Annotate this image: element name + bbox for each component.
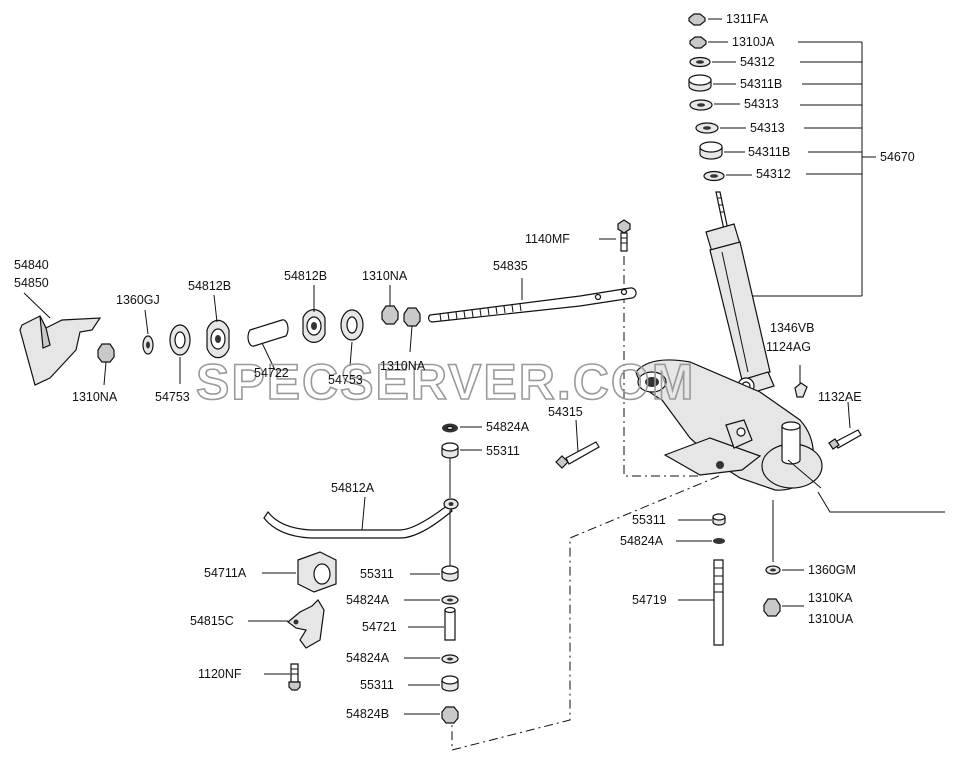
group-bracket-54670 (752, 41, 876, 297)
label-54312-b: 54312 (756, 167, 791, 181)
bracket-54840 (19, 292, 102, 386)
label-54311B-a: 54311B (740, 77, 782, 91)
bushing-54812B-b (302, 285, 326, 343)
label-54812B-a: 54812B (188, 279, 231, 293)
label-1132AE: 1132AE (818, 390, 862, 404)
label-1310KA: 1310KA (808, 591, 853, 605)
label-1124AG: 1124AG (766, 340, 811, 354)
label-55311-a: 55311 (486, 444, 520, 458)
leaders-top (708, 18, 752, 176)
label-1310UA: 1310UA (808, 612, 854, 626)
label-1311FA: 1311FA (726, 12, 769, 26)
label-54311B-b: 54311B (748, 145, 790, 159)
rod-54835 (428, 278, 637, 323)
washer-54753-a (169, 324, 191, 384)
bracket-54815C (248, 599, 325, 649)
nut-1311FA (688, 13, 706, 26)
bolt-54315 (555, 419, 600, 469)
nut-1310NA-c (403, 307, 421, 353)
label-54824A-c: 54824A (346, 651, 390, 665)
collar-54722 (247, 319, 289, 371)
bolt-1120NF (264, 663, 301, 691)
bolt-1132AE (828, 401, 862, 450)
dashed-leader-1140MF (623, 256, 700, 477)
label-1310NA-left: 1310NA (72, 390, 118, 404)
label-54313-a: 54313 (744, 97, 779, 111)
label-1310NA-top: 1310NA (362, 269, 408, 283)
nut-1310NA-a (97, 343, 115, 386)
label-54753-b: 54753 (328, 373, 363, 387)
label-54824B: 54824B (346, 707, 389, 721)
part-labels: 1311FA 1310JA 54312 54311B 54313 54313 5… (14, 12, 915, 721)
label-54824A-d: 54824A (620, 534, 664, 548)
label-1310JA: 1310JA (732, 35, 775, 49)
label-55311-d: 55311 (632, 513, 666, 527)
label-54812B-b: 54812B (284, 269, 327, 283)
label-55311-c: 55311 (360, 678, 394, 692)
ref-leader (817, 491, 945, 513)
label-54840: 54840 (14, 258, 49, 272)
label-1346VB: 1346VB (770, 321, 814, 335)
label-54815C: 54815C (190, 614, 234, 628)
label-1140MF: 1140MF (525, 232, 570, 246)
label-54670: 54670 (880, 150, 915, 164)
label-1360GM: 1360GM (808, 563, 856, 577)
label-54850: 54850 (14, 276, 49, 290)
label-55311-b: 55311 (360, 567, 394, 581)
right-lower-hardware (676, 500, 804, 646)
lower-control-arm (635, 359, 823, 491)
dashed-leader-lower (451, 475, 720, 751)
bolt-54719 (678, 559, 724, 646)
label-54824A-b: 54824A (346, 593, 390, 607)
label-54722: 54722 (254, 366, 289, 380)
label-54711A: 54711A (204, 566, 247, 580)
link-stack (404, 423, 482, 724)
label-54753-a: 54753 (155, 390, 190, 404)
label-1310NA-mid: 1310NA (380, 359, 426, 373)
shock-absorber-54670 (705, 191, 775, 395)
label-54824A-a: 54824A (486, 420, 530, 434)
clip-1346VB (794, 365, 808, 398)
stabilizer-bar-54812A (263, 496, 459, 539)
shock-absorber-hardware (688, 13, 775, 395)
bushing-54711A (262, 551, 337, 593)
nut-1310NA-b (381, 285, 399, 325)
watermark: SPECSERVER.COM (196, 354, 695, 410)
washer-54753-b (340, 309, 364, 367)
label-54315: 54315 (548, 405, 583, 419)
label-1360GJ: 1360GJ (116, 293, 160, 307)
washer-1360GJ (142, 309, 154, 355)
label-54719: 54719 (632, 593, 667, 607)
label-54835: 54835 (493, 259, 528, 273)
bolt-1140MF (599, 219, 631, 252)
washer-1360GM (765, 500, 804, 575)
nut-1310KA (763, 598, 804, 617)
label-1120NF: 1120NF (198, 667, 242, 681)
label-54812A: 54812A (331, 481, 375, 495)
label-54313-b: 54313 (750, 121, 785, 135)
nut-1310JA (689, 36, 707, 49)
label-54312-a: 54312 (740, 55, 775, 69)
label-54721: 54721 (362, 620, 397, 634)
bushing-54812B-a (206, 294, 230, 359)
